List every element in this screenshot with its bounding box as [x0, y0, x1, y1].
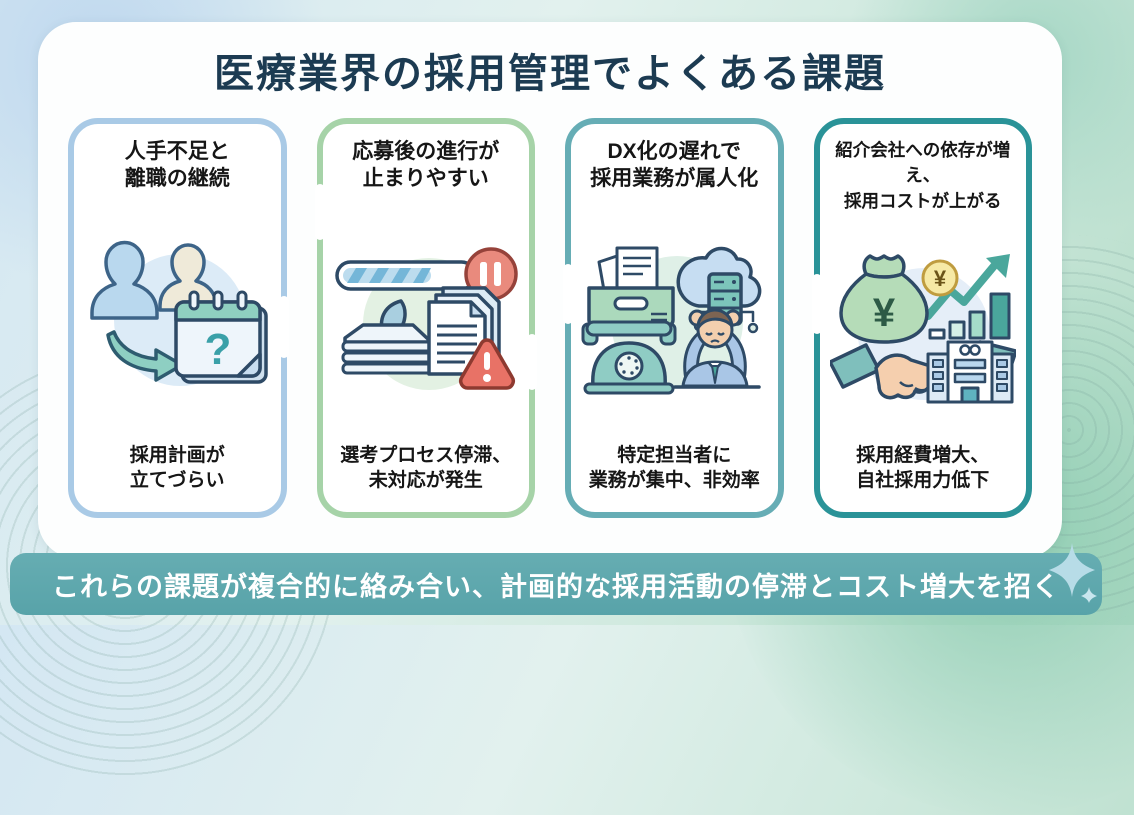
- paused-process-illustration: [335, 246, 518, 390]
- conclusion-text: これらの課題が複合的に絡み合い、計画的な採用活動の停滞とコスト増大を招く: [52, 571, 1060, 602]
- main-panel: 医療業界の採用管理でよくある課題 人手不足と 離職の継続: [38, 22, 1062, 558]
- card-title-line1: 人手不足と: [124, 140, 230, 163]
- conclusion-banner: これらの課題が複合的に絡み合い、計画的な採用活動の停滞とコスト増大を招く: [10, 543, 1102, 615]
- border-gap-decoration: [563, 264, 573, 324]
- border-gap-decoration: [811, 274, 822, 334]
- card-title-line2: 採用コストが上がる: [844, 190, 1002, 211]
- progress-bar-icon: [335, 259, 477, 291]
- svg-text:¥: ¥: [934, 266, 947, 291]
- people-turnover-calendar-illustration: ?: [90, 240, 268, 386]
- card-title: DX化の遅れで 採用業務が属人化: [590, 138, 758, 193]
- card-row: 人手不足と 離職の継続: [38, 118, 1062, 518]
- card-caption: 採用経費増大、 自社採用力低下: [856, 443, 989, 494]
- analog-work-illustration: [581, 246, 762, 395]
- curved-arrow-icon: [106, 329, 184, 382]
- card-caption-line2: 未対応が発生: [368, 470, 483, 492]
- border-gap-decoration: [278, 296, 289, 358]
- border-gap-decoration: [314, 184, 325, 240]
- card-illustration: ¥ ¥: [829, 250, 1016, 406]
- money-bag-icon: ¥: [839, 254, 929, 345]
- stressed-person-icon: [673, 308, 761, 389]
- calendar-question-icon: ?: [174, 290, 268, 384]
- card-illustration: ?: [84, 240, 270, 396]
- card-caption-line1: 選考プロセス停滞、: [340, 444, 512, 466]
- card-labor-shortage: 人手不足と 離職の継続: [68, 118, 289, 518]
- growth-chart-icon: [923, 254, 1011, 340]
- card-caption: 特定担当者に 業務が集中、非効率: [589, 443, 760, 494]
- card-illustration: [333, 240, 519, 396]
- yen-coin-icon: ¥: [921, 259, 959, 297]
- card-title-line1: DX化の遅れで: [607, 140, 742, 163]
- card-caption-line2: 自社採用力低下: [856, 470, 990, 492]
- document-warning-icon: [427, 285, 515, 390]
- card-title: 人手不足と 離職の継続: [125, 138, 230, 193]
- hospital-building-icon: [926, 340, 1014, 404]
- sparkle-icon: [1049, 543, 1097, 603]
- card-title-line2: 止まりやすい: [362, 167, 489, 191]
- card-caption: 選考プロセス停滞、 未対応が発生: [340, 443, 511, 494]
- card-title-line1: 応募後の進行が: [352, 140, 500, 163]
- card-title-line2: 採用業務が属人化: [590, 167, 759, 191]
- card-caption-line2: 業務が集中、非効率: [588, 470, 760, 492]
- card-title-line2: 離職の継続: [124, 167, 230, 191]
- page-title: 医療業界の採用管理でよくある課題: [214, 52, 886, 96]
- rotary-phone-icon: [581, 320, 677, 395]
- card-caption-line1: 採用経費増大、: [856, 444, 990, 466]
- person-group-icon: [90, 240, 218, 320]
- card-illustration: [581, 240, 767, 396]
- border-gap-decoration: [527, 334, 537, 390]
- card-caption: 採用計画が 立てづらい: [130, 443, 225, 494]
- svg-text:¥: ¥: [873, 291, 896, 335]
- card-caption-line1: 特定担当者に: [617, 444, 732, 466]
- card-agency-dependence: 紹介会社への依存が増え、 採用コストが上がる: [811, 118, 1032, 518]
- rising-cost-illustration: ¥ ¥: [829, 254, 1016, 404]
- card-title: 紹介会社への依存が増え、 採用コストが上がる: [824, 138, 1023, 214]
- card-title: 応募後の進行が 止まりやすい: [352, 138, 499, 193]
- card-title-line1: 紹介会社への依存が増え、: [835, 140, 1011, 186]
- card-caption-line1: 採用計画が: [129, 444, 225, 466]
- card-stalled-progress: 応募後の進行が 止まりやすい: [314, 118, 537, 518]
- card-caption-line2: 立てづらい: [129, 470, 225, 492]
- card-dx-delay: DX化の遅れで 採用業務が属人化: [563, 118, 784, 518]
- svg-text:?: ?: [205, 325, 232, 374]
